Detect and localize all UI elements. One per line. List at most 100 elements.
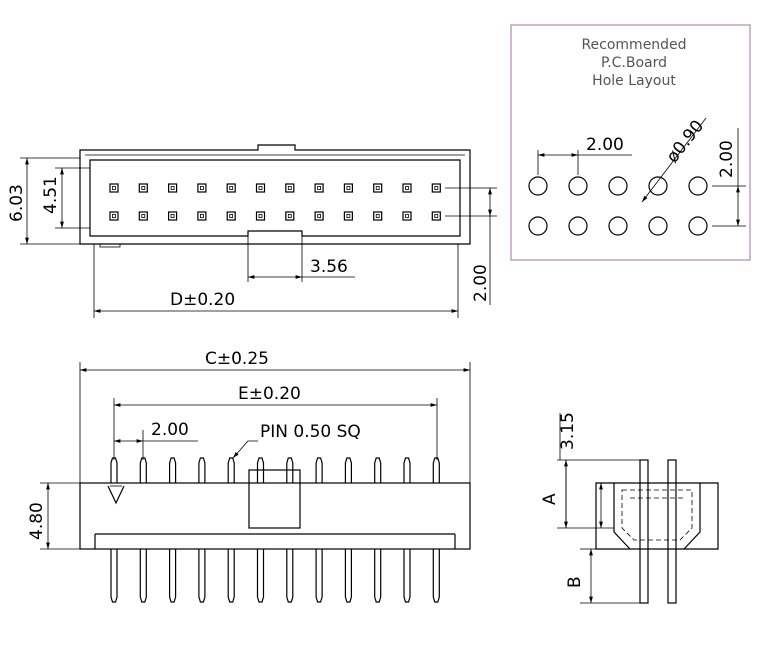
top-pin-square (168, 183, 178, 193)
pcb-hole (528, 176, 548, 196)
front-pin-bottom (169, 549, 177, 603)
side-dim-a: A (540, 493, 560, 505)
top-pin-square (314, 211, 324, 221)
top-pin-core (375, 214, 380, 218)
top-pin-square (197, 211, 207, 221)
top-dim-key-width: 3.56 (310, 257, 348, 277)
front-pin-bottom (403, 549, 411, 603)
pcb-hole-layout-panel: Recommended P.C.Board Hole Layout 2.00 ø… (510, 24, 751, 261)
side-view: 3.15 A B (540, 412, 719, 604)
top-pin-square (402, 211, 412, 221)
pcb-hole (528, 216, 548, 236)
top-pin-core (317, 214, 322, 218)
front-pin-bottom (374, 549, 382, 603)
top-pin-core (170, 214, 175, 218)
top-pin-square (285, 183, 295, 193)
top-pin-core (405, 214, 409, 218)
top-pin-core (346, 186, 351, 190)
top-pin-core (287, 214, 292, 218)
front-pin-top (110, 457, 118, 483)
front-view-pins (110, 457, 440, 603)
top-pin-square (314, 183, 324, 193)
front-pin-bottom (256, 549, 265, 603)
front-dim-pin-span: E±0.20 (238, 384, 301, 404)
pcb-title-line3: Hole Layout (592, 73, 676, 89)
top-pin-core (229, 186, 234, 190)
top-dim-length: D±0.20 (170, 290, 235, 310)
front-pin-bottom (227, 549, 235, 603)
top-pin-core (258, 214, 263, 218)
front-dim-body-height: 4.80 (27, 502, 47, 540)
front-pin-top (198, 457, 206, 483)
top-pin-core (287, 186, 292, 190)
top-pin-square (109, 183, 119, 193)
front-pin-top (139, 457, 147, 483)
top-pin-core (405, 186, 409, 190)
top-view-pin-grid (109, 183, 441, 221)
top-pin-core (199, 186, 204, 190)
top-pin-core (141, 214, 146, 218)
top-pin-square (285, 211, 295, 221)
top-pin-core (229, 214, 234, 218)
top-pin-core (346, 214, 351, 218)
front-pin-top (344, 457, 352, 483)
top-pin-core (375, 186, 380, 190)
top-dim-row-pitch: 2.00 (471, 264, 491, 302)
pcb-holes (528, 176, 708, 236)
front-pin-top (286, 457, 294, 483)
top-pin-square (255, 211, 266, 221)
top-pin-core (434, 186, 439, 190)
front-pin-bottom (139, 549, 147, 603)
top-pin-square (373, 211, 383, 221)
top-pin-square (197, 183, 207, 193)
top-pin-core (112, 214, 116, 218)
top-pin-square (343, 183, 353, 193)
top-dim-height-inner: 4.51 (41, 176, 61, 214)
front-pin-top (374, 457, 382, 483)
top-pin-core (434, 214, 439, 218)
front-pin-top (256, 457, 265, 483)
top-pin-square (373, 183, 383, 193)
pcb-hole (608, 216, 628, 236)
top-pin-core (258, 186, 263, 190)
top-pin-square (402, 183, 412, 193)
top-pin-core (112, 186, 116, 190)
side-dim-top: 3.15 (558, 412, 578, 450)
front-pin-bottom (315, 549, 323, 603)
top-pin-square (431, 183, 441, 193)
top-pin-core (317, 186, 322, 190)
pcb-dim-pitch-v: 2.00 (717, 140, 737, 178)
front-pin-top (227, 457, 235, 483)
front-pin-label: PIN 0.50 SQ (260, 422, 361, 442)
pcb-hole (688, 176, 708, 196)
pcb-hole (648, 176, 668, 196)
front-pin-bottom (432, 549, 440, 603)
top-view: 6.03 4.51 3.56 D±0.20 2.00 (7, 144, 497, 318)
top-pin-core (170, 186, 175, 190)
top-pin-square (226, 183, 236, 193)
side-dim-b: B (565, 576, 585, 588)
pcb-hole (568, 216, 588, 236)
front-view: C±0.25 E±0.20 2.00 PIN 0.50 SQ 4.80 (27, 349, 471, 603)
front-dim-overall: C±0.25 (205, 349, 269, 369)
pcb-dim-hole-dia: ø0.90 (663, 116, 708, 166)
front-pin-bottom (344, 549, 352, 603)
top-pin-square (109, 211, 119, 221)
top-pin-square (343, 211, 353, 221)
pcb-dim-pitch-h: 2.00 (586, 135, 624, 155)
front-pin-bottom (198, 549, 206, 603)
pcb-title-line2: P.C.Board (601, 55, 667, 71)
front-pin-top (169, 457, 177, 483)
pcb-title-line1: Recommended (581, 37, 686, 53)
top-pin-square (255, 183, 266, 193)
front-pin-top (432, 457, 440, 483)
top-pin-core (199, 214, 204, 218)
top-pin-core (141, 186, 146, 190)
front-pin-top (315, 457, 323, 483)
pcb-panel-border (510, 24, 751, 261)
top-dim-height-outer: 6.03 (7, 184, 27, 222)
top-pin-square (138, 183, 148, 193)
front-pin-bottom (110, 549, 118, 603)
pcb-hole (608, 176, 628, 196)
